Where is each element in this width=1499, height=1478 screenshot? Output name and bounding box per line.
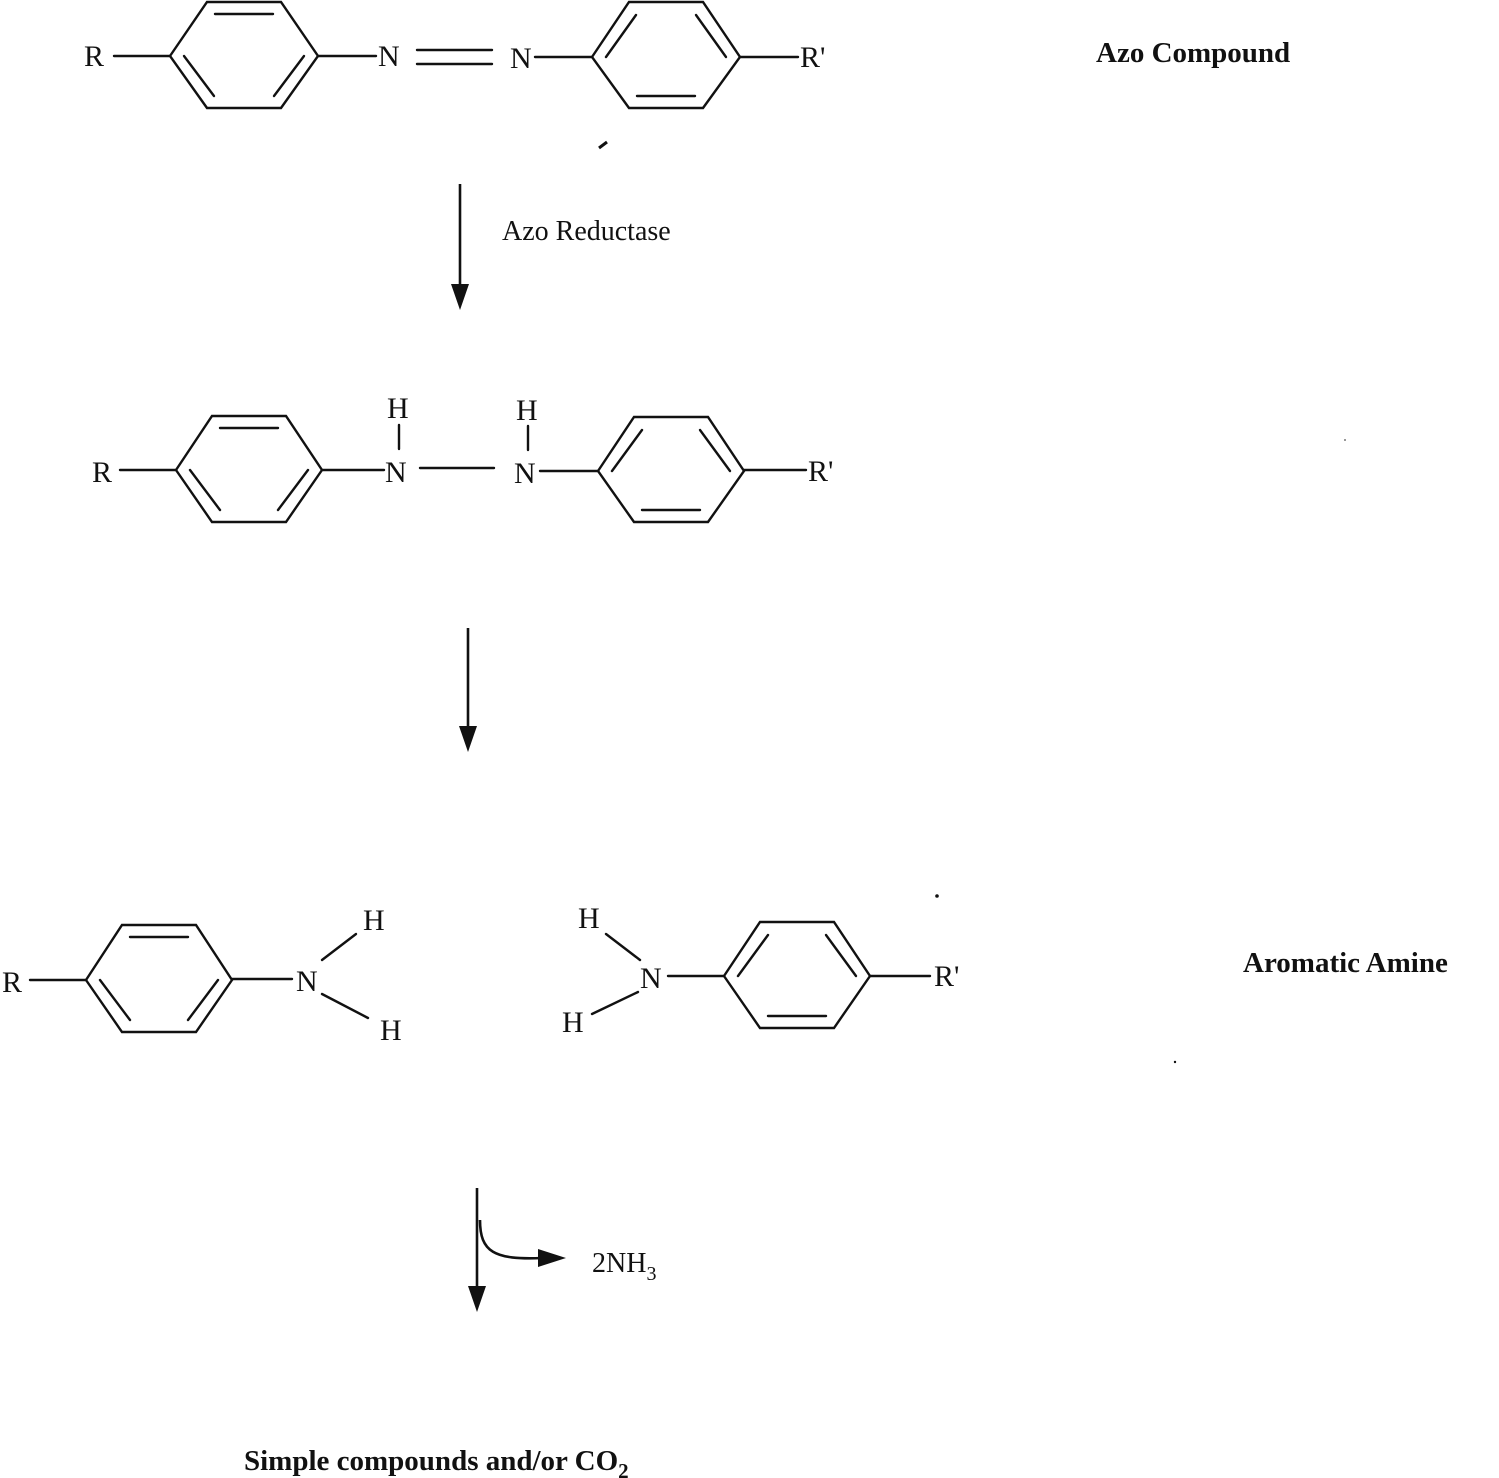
atom-H-2: H	[516, 394, 538, 427]
atom-H-bottom: H	[562, 1006, 584, 1039]
atom-H-1: H	[387, 392, 409, 425]
atom-H-top: H	[578, 902, 600, 935]
atom-R-prime-right: R'	[800, 41, 825, 74]
benzene-ring-right	[722, 920, 872, 1030]
benzene-ring-left	[174, 414, 324, 524]
benzene-ring-left	[168, 0, 320, 110]
atom-N-right: N	[640, 962, 662, 995]
atom-H-bottom: H	[380, 1014, 402, 1047]
atom-N-2: N	[514, 457, 536, 490]
ammonia-byproduct-label: 2NH3	[592, 1248, 656, 1285]
benzene-ring-right	[590, 0, 742, 110]
reaction-arrow-1	[451, 184, 469, 310]
reaction-arrow-2	[459, 628, 477, 752]
final-product-label: Simple compounds and/or CO2	[244, 1445, 629, 1478]
atom-N-1: N	[385, 456, 407, 489]
azo-compound-structure: R N N R'	[84, 0, 825, 110]
aromatic-amine-right-structure: H H N R'	[562, 902, 959, 1039]
reaction-arrow-3	[468, 1188, 566, 1312]
azo-compound-label: Azo Compound	[1096, 37, 1290, 69]
enzyme-label: Azo Reductase	[502, 216, 671, 247]
atom-R-prime-right: R'	[934, 960, 959, 993]
atom-R-left: R	[2, 966, 22, 999]
hydrazo-intermediate-structure: R N H N H R'	[92, 392, 833, 524]
atom-R-left: R	[92, 456, 112, 489]
aromatic-amine-label: Aromatic Amine	[1243, 947, 1448, 979]
atom-R-prime-right: R'	[808, 455, 833, 488]
aromatic-amine-left-structure: R N H H	[2, 904, 402, 1047]
benzene-ring-right	[596, 415, 746, 524]
atom-H-top: H	[363, 904, 385, 937]
atom-N-2: N	[510, 42, 532, 75]
benzene-ring-left	[84, 923, 234, 1034]
atom-R-left: R	[84, 40, 104, 73]
atom-N-1: N	[378, 40, 400, 73]
atom-N-left: N	[296, 965, 318, 998]
